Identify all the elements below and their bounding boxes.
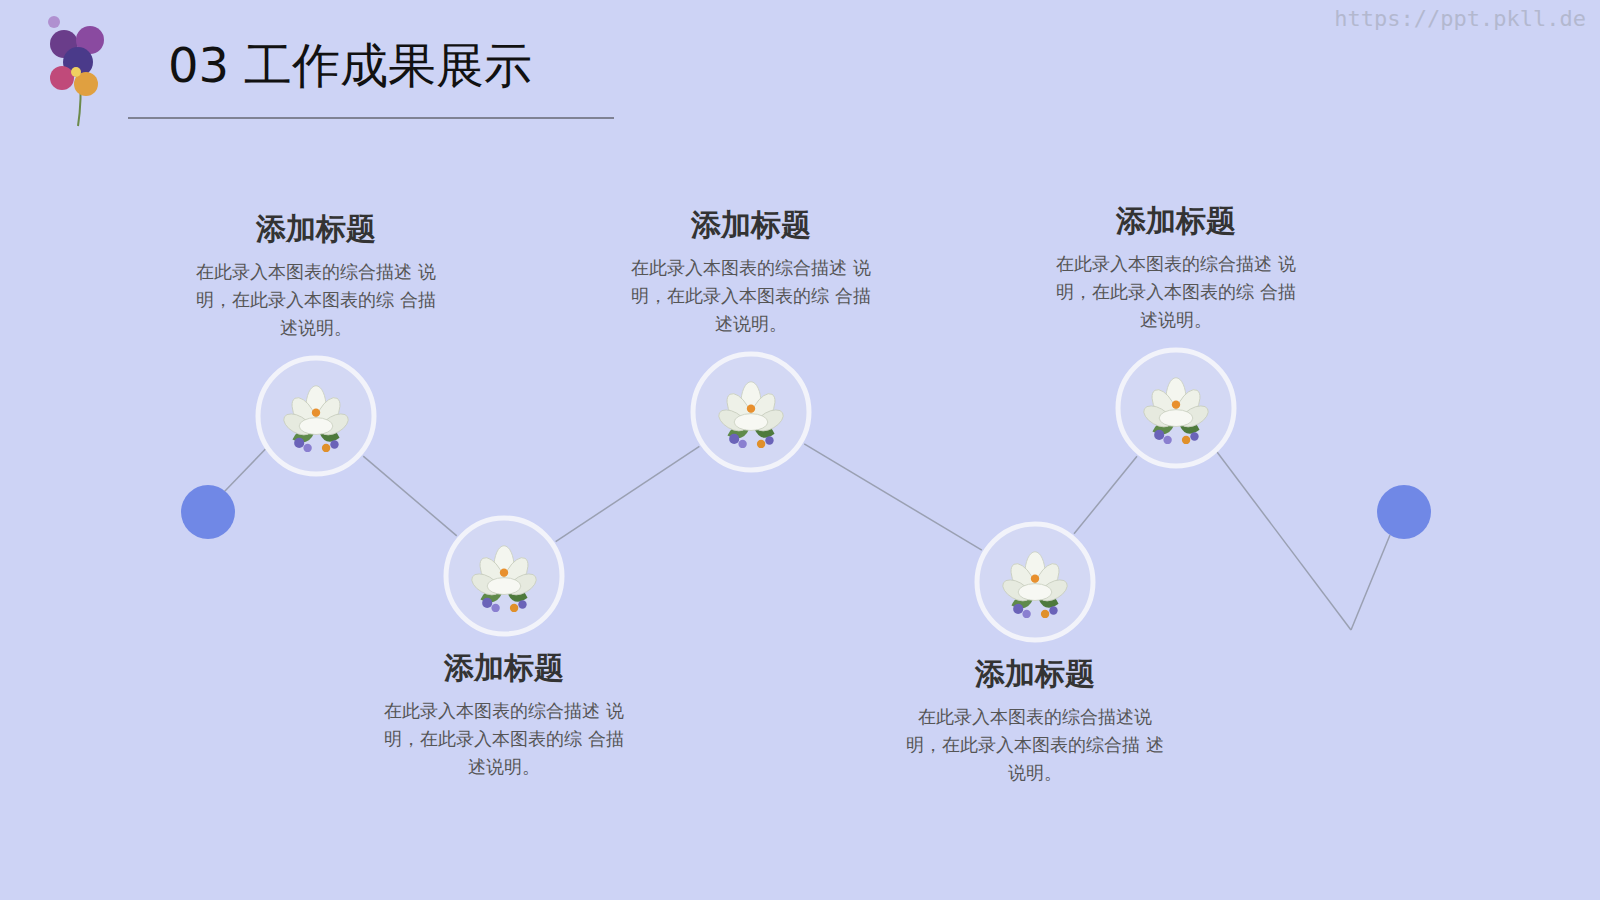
flower-circle: 添加标题在此录入本图表的综合描述 说明，在此录入本图表的综 合描述说明。 xyxy=(254,354,378,478)
text-group: 添加标题在此录入本图表的综合描述 说明，在此录入本图表的综 合描述说明。 xyxy=(611,205,891,338)
text-group: 添加标题在此录入本图表的综合描述说 明，在此录入本图表的综合描 述说明。 xyxy=(886,654,1184,787)
connector-line xyxy=(1074,456,1137,534)
flower-circle: 添加标题在此录入本图表的综合描述 说明，在此录入本图表的综 合描述说明。 xyxy=(1114,346,1238,470)
slide-title: 03 工作成果展示 xyxy=(168,34,532,98)
circle-ring xyxy=(973,520,1097,644)
connector-line xyxy=(363,456,457,536)
connector-line xyxy=(556,446,700,541)
text-group: 添加标题在此录入本图表的综合描述 说明，在此录入本图表的综 合描述说明。 xyxy=(364,648,644,781)
circle-ring xyxy=(254,354,378,478)
text-group: 添加标题在此录入本图表的综合描述 说明，在此录入本图表的综 合描述说明。 xyxy=(1036,201,1316,334)
circle-ring xyxy=(442,514,566,638)
pansy-decoration xyxy=(48,16,104,126)
flower-circle: 添加标题在此录入本图表的综合描述 说明，在此录入本图表的综 合描述说明。 xyxy=(442,514,566,638)
item-description: 在此录入本图表的综合描述 说明，在此录入本图表的综 合描述说明。 xyxy=(626,254,876,338)
item-description: 在此录入本图表的综合描述 说明，在此录入本图表的综 合描述说明。 xyxy=(379,697,629,781)
end-dot xyxy=(181,485,235,539)
zigzag-line xyxy=(224,434,1390,630)
item-heading: 添加标题 xyxy=(364,648,644,689)
title-underline xyxy=(128,117,614,118)
item-description: 在此录入本图表的综合描述说 明，在此录入本图表的综合描 述说明。 xyxy=(901,703,1169,787)
circle-ring xyxy=(1114,346,1238,470)
item-heading: 添加标题 xyxy=(176,209,456,250)
end-dot xyxy=(1377,485,1431,539)
text-group: 添加标题在此录入本图表的综合描述 说明，在此录入本图表的综 合描述说明。 xyxy=(176,209,456,342)
connector-line xyxy=(804,444,982,550)
item-heading: 添加标题 xyxy=(1036,201,1316,242)
item-heading: 添加标题 xyxy=(886,654,1184,695)
item-description: 在此录入本图表的综合描述 说明，在此录入本图表的综 合描述说明。 xyxy=(1051,250,1301,334)
circle-ring xyxy=(689,350,813,474)
item-heading: 添加标题 xyxy=(611,205,891,246)
item-description: 在此录入本图表的综合描述 说明，在此录入本图表的综 合描述说明。 xyxy=(191,258,441,342)
watermark: https://ppt.pkll.de xyxy=(1334,6,1586,31)
flower-circle: 添加标题在此录入本图表的综合描述 说明，在此录入本图表的综 合描述说明。 xyxy=(689,350,813,474)
flower-circle: 添加标题在此录入本图表的综合描述说 明，在此录入本图表的综合描 述说明。 xyxy=(973,520,1097,644)
